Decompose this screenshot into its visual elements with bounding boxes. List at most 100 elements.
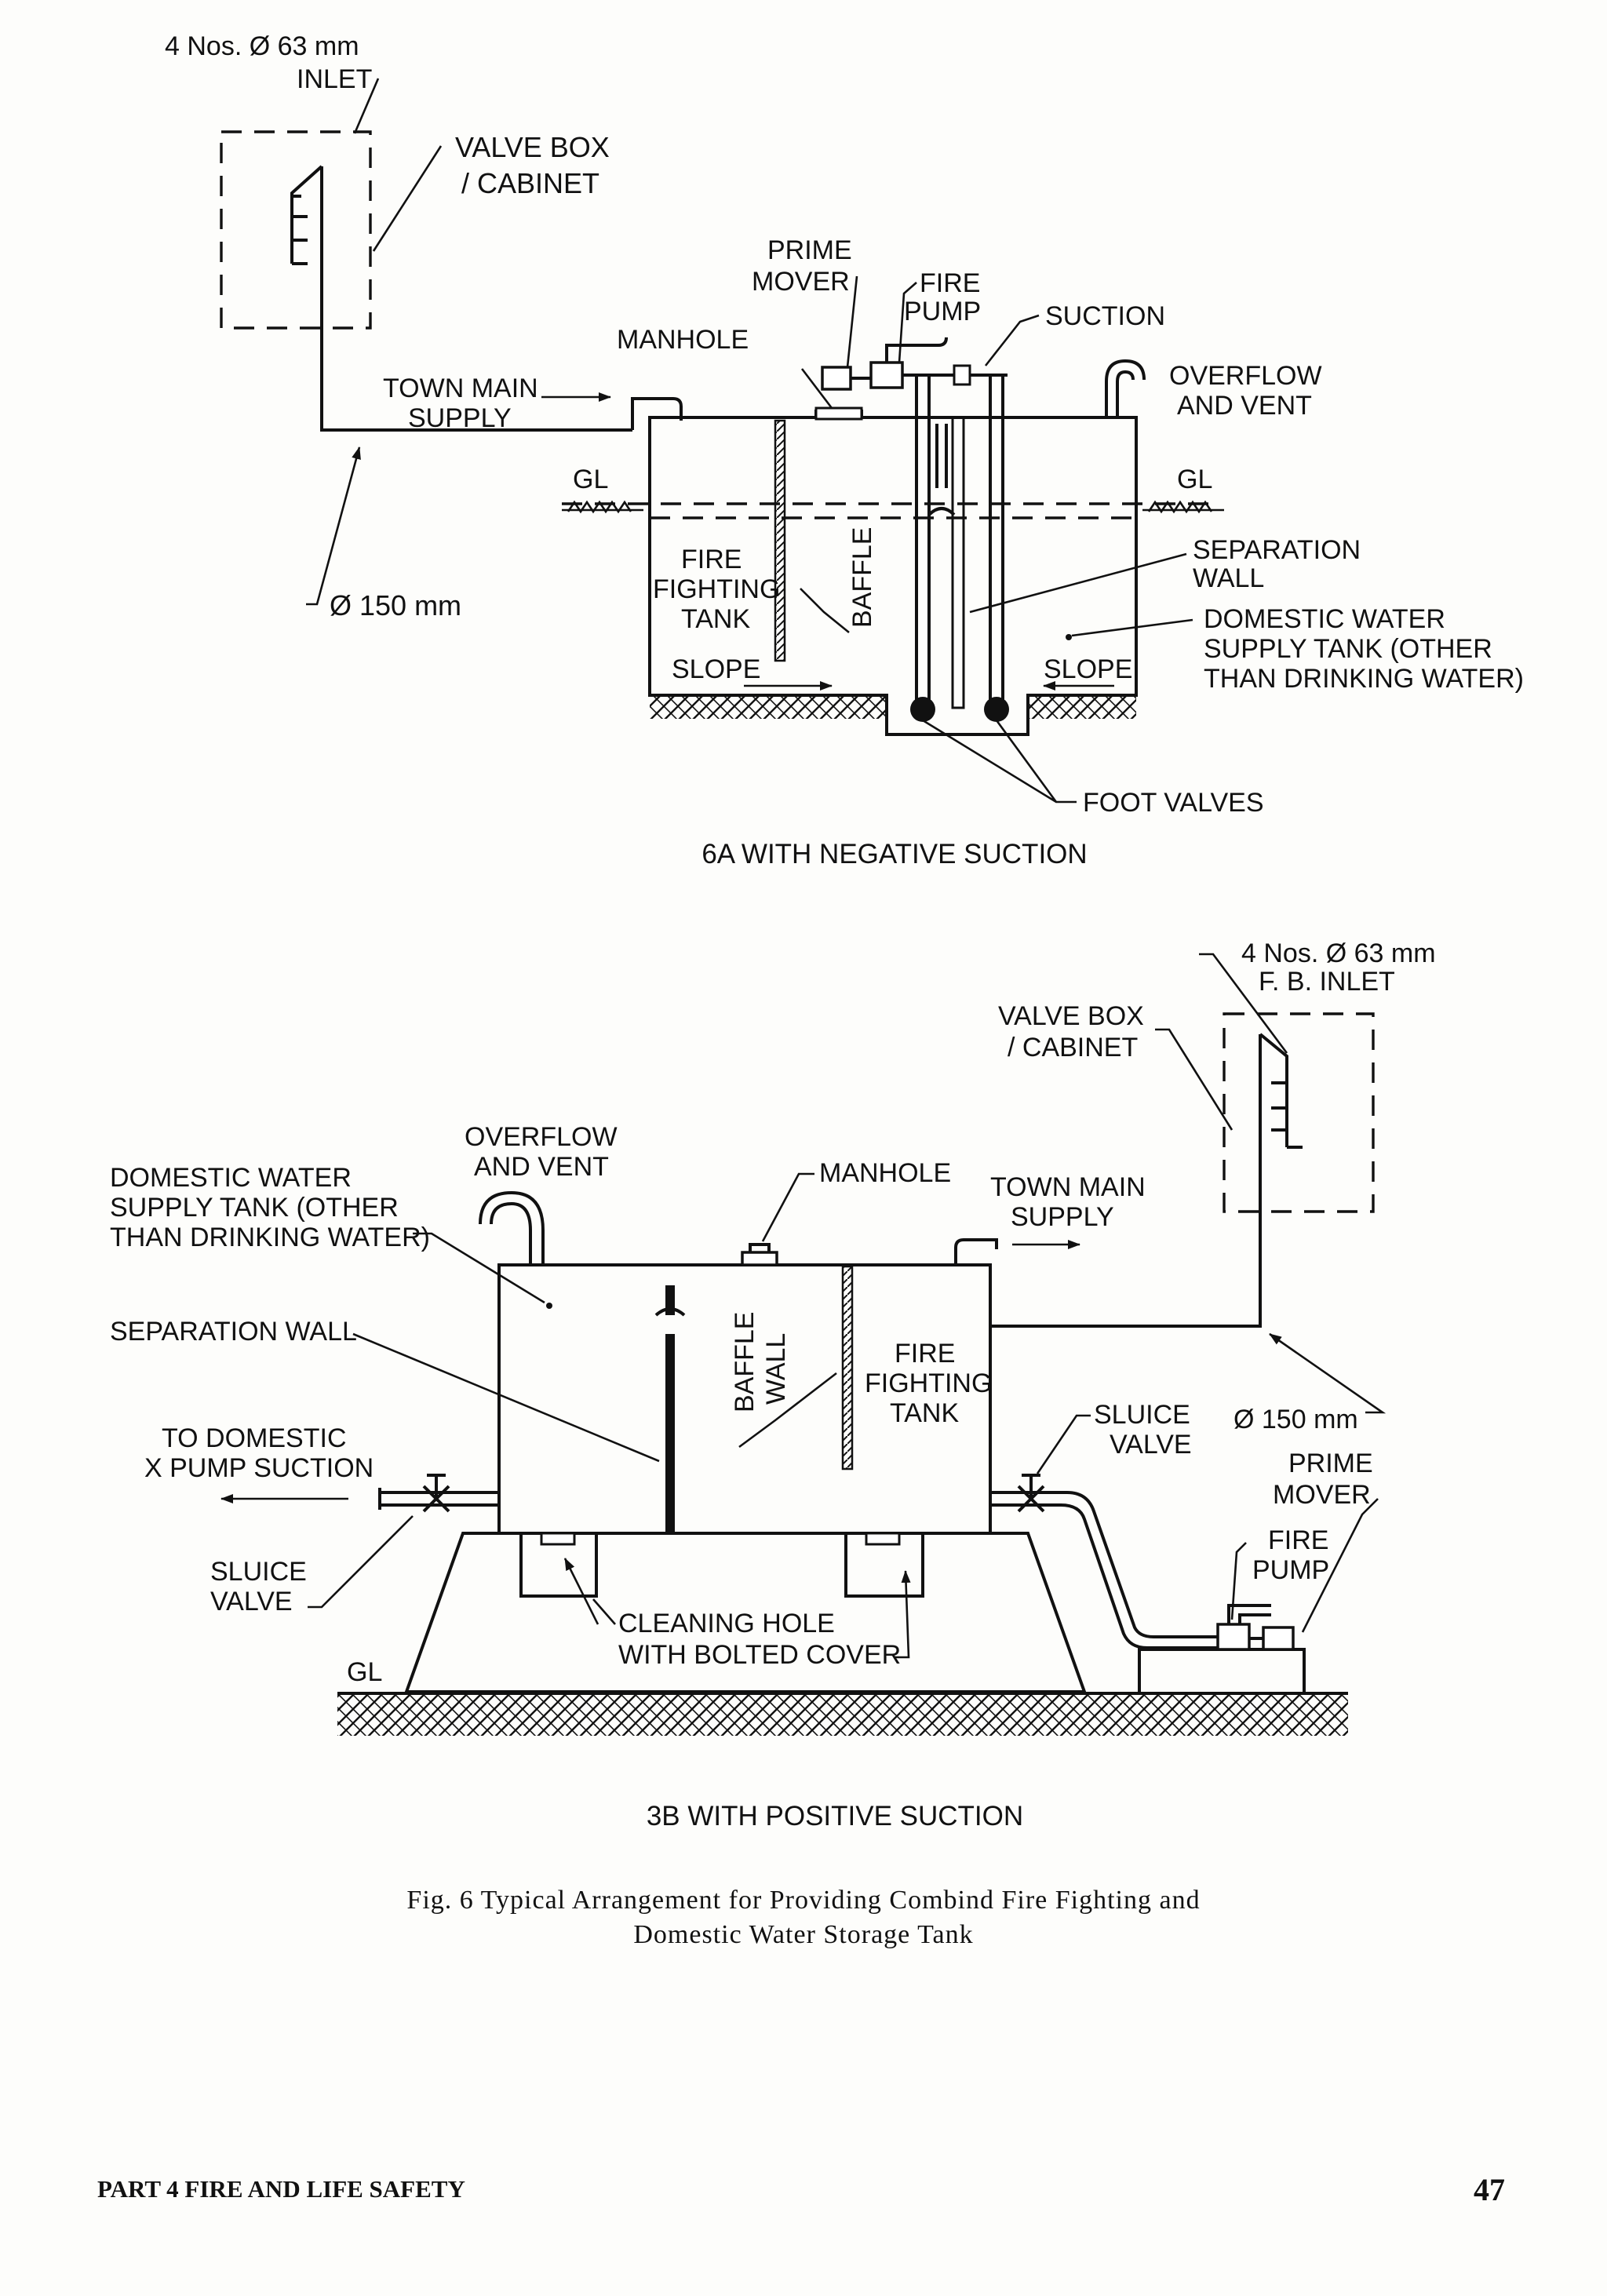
prime-mover-label-6a-line2: MOVER (752, 267, 850, 297)
sluice-right-label-3b-line2: VALVE (1110, 1430, 1192, 1460)
valve-box-cabinet-3b (1223, 1012, 1375, 1213)
manhole-3b (741, 1251, 778, 1266)
pump-discharge-3b (1227, 1604, 1271, 1624)
figure-caption-line2: Domestic Water Storage Tank (633, 1920, 973, 1949)
slope-label-left-6a: SLOPE (672, 654, 760, 684)
to-domestic-label-3b-line2: X PUMP SUCTION (144, 1453, 374, 1483)
domestic-label-6a-line1: DOMESTIC WATER (1204, 604, 1445, 634)
leader-prime-mover-6a (846, 275, 858, 368)
fire-tank-label-3b-line3: TANK (890, 1398, 959, 1428)
leader-sluice-left-3b (308, 1515, 414, 1609)
cleaning-label-3b-line1: CLEANING HOLE (618, 1609, 835, 1638)
leader-cleaning-left-3b (563, 1558, 599, 1625)
pump-plinth-3b (1138, 1648, 1306, 1695)
valve-box-label-6a-line2: / CABINET (461, 167, 599, 199)
leader-baffle-3b (738, 1372, 837, 1449)
separation-label-6a-line1: SEPARATION (1193, 535, 1361, 565)
leader-sluice-right-3b (1036, 1414, 1091, 1474)
figure-caption-line1: Fig. 6 Typical Arrangement for Providing… (406, 1886, 1200, 1915)
domestic-label-6a-line3: THAN DRINKING WATER) (1204, 664, 1524, 694)
gl-label-right-6a: GL (1177, 465, 1212, 494)
manhole-label-6a: MANHOLE (617, 325, 749, 355)
fire-pump-6a (869, 361, 904, 389)
foot-valve-left-6a (910, 697, 935, 722)
town-main-label-3b-line2: SUPPLY (1011, 1202, 1114, 1232)
foot-valve-right-6a (984, 697, 1009, 722)
leader-manhole-6a (800, 368, 833, 409)
page-number: 47 (1474, 2172, 1505, 2207)
leader-foot-valves-6a (922, 719, 1077, 804)
leader-domestic-3b (413, 1232, 545, 1304)
leader-cleaning-right-3b (895, 1570, 911, 1659)
suction-valve-6a (953, 364, 971, 386)
suction-pipe-right-6a (989, 375, 1004, 700)
to-domestic-label-3b-line1: TO DOMESTIC (162, 1423, 347, 1453)
leader-inlet-3b (1199, 953, 1288, 1054)
leader-manhole-3b (761, 1172, 814, 1242)
leader-baffle-6a (800, 588, 850, 634)
cleaning-hole-left-3b (519, 1533, 598, 1598)
leader-valve-box-6a (372, 145, 443, 252)
baffle-label-3b-line2: WALL (761, 1333, 791, 1405)
overflow-label-6a-line1: OVERFLOW (1169, 361, 1322, 391)
sluice-left-label-3b-line2: VALVE (210, 1587, 293, 1616)
slope-label-right-6a: SLOPE (1044, 654, 1132, 684)
caption-3b: 3B WITH POSITIVE SUCTION (647, 1801, 1023, 1831)
diagram-6a: 4 Nos. Ø 63 mm INLET VALVE BOX / CABINET… (165, 31, 1524, 869)
domestic-label-3b-line1: DOMESTIC WATER (110, 1163, 352, 1193)
inlet-label-3b-line1: 4 Nos. Ø 63 mm (1241, 938, 1436, 968)
fire-pump-3b (1216, 1623, 1251, 1651)
overflow-label-6a-line2: AND VENT (1177, 391, 1312, 421)
foot-valves-label-6a: FOOT VALVES (1083, 788, 1264, 818)
leader-prime-mover-3b (1301, 1498, 1379, 1633)
fire-tank-label-3b-line2: FIGHTING (865, 1368, 992, 1398)
gl-soil-marks-6a (567, 500, 1213, 514)
caption-6a: 6A WITH NEGATIVE SUCTION (701, 839, 1087, 869)
leader-pipe-dia-3b (1269, 1332, 1387, 1414)
domestic-outlet-pipe-3b (380, 1491, 499, 1507)
prime-mover-3b (1262, 1626, 1295, 1651)
equalizer-arc-6a (927, 507, 956, 516)
leader-pipe-dia-6a (306, 446, 361, 606)
suction-pipe-left-6a (915, 375, 931, 700)
pipe-dia-label-3b: Ø 150 mm (1233, 1405, 1358, 1434)
cleaning-label-3b-line2: WITH BOLTED COVER (618, 1640, 901, 1670)
separation-wall-6a (951, 416, 965, 709)
town-main-label-6a-line1: TOWN MAIN (383, 374, 538, 403)
valve-box-label-3b-line2: / CABINET (1008, 1033, 1138, 1062)
prime-mover-label-6a-line1: PRIME (767, 235, 852, 265)
baffle-6a (774, 419, 786, 662)
pump-discharge-6a (885, 337, 948, 363)
overflow-label-3b-line2: AND VENT (474, 1152, 609, 1182)
ground-hatch-right-6a (1028, 695, 1136, 719)
equalizer-6a (935, 424, 948, 488)
fire-pump-label-3b-line1: FIRE (1268, 1525, 1328, 1555)
fire-tank-label-6a-line1: FIRE (681, 545, 742, 574)
baffle-label-6a: BAFFLE (847, 527, 877, 628)
inlet-label-6a-line2: INLET (297, 64, 372, 94)
sluice-left-label-3b-line1: SLUICE (210, 1557, 307, 1587)
overflow-vent-6a (1105, 359, 1146, 417)
fire-tank-label-3b-line1: FIRE (895, 1339, 955, 1368)
valve-box-cabinet-6a (220, 130, 372, 330)
leader-fire-pump-6a (898, 282, 917, 363)
leader-fire-pump-3b (1230, 1542, 1247, 1620)
leader-suction-6a (984, 314, 1040, 366)
prime-mover-label-3b-line1: PRIME (1288, 1449, 1373, 1478)
prime-mover-6a (821, 366, 852, 391)
sluice-right-label-3b-line1: SLUICE (1094, 1400, 1190, 1430)
valve-box-label-3b-line1: VALVE BOX (998, 1001, 1144, 1031)
separation-label-6a-line2: WALL (1193, 563, 1264, 593)
leader-separation-3b (352, 1332, 660, 1463)
gl-label-3b: GL (347, 1657, 382, 1687)
town-main-supply-pipe-6a (631, 397, 683, 430)
leader-inlet-6a (353, 78, 380, 134)
pipe-dia-label-6a: Ø 150 mm (330, 589, 461, 621)
fire-pump-label-3b-line2: PUMP (1252, 1555, 1329, 1585)
fire-suction-pipe-3b (990, 1491, 1224, 1649)
inlet-label-6a-line1: 4 Nos. Ø 63 mm (165, 31, 359, 61)
fire-pump-label-6a-line2: PUMP (904, 297, 981, 326)
baffle-label-3b-line1: BAFFLE (730, 1312, 760, 1412)
